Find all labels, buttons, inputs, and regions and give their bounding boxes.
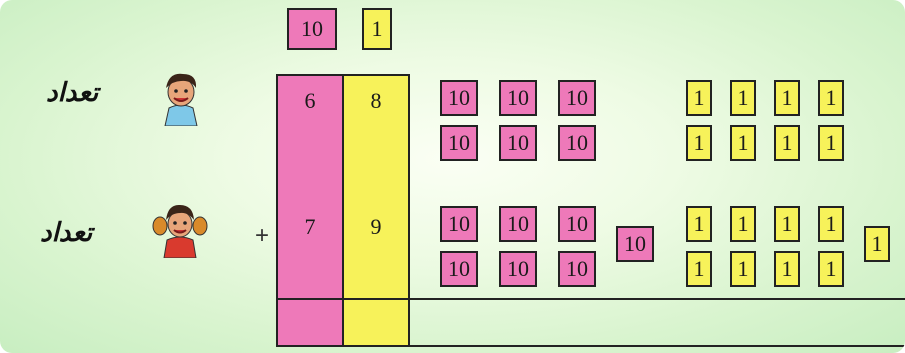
one-block-row1: 1 [818, 125, 844, 161]
one-block-row2: 1 [730, 206, 756, 242]
ten-block-row2: 10 [440, 251, 478, 287]
one-block-row1: 1 [686, 80, 712, 116]
ones-header-tile: 1 [362, 8, 392, 50]
one-block-row2: 1 [774, 251, 800, 287]
ten-block-row2: 10 [440, 206, 478, 242]
plus-sign: + [255, 222, 269, 250]
boy-icon [155, 66, 207, 126]
one-block-row2: 1 [774, 206, 800, 242]
tens-column: 6 7 [276, 74, 344, 347]
one-block-row1: 1 [730, 125, 756, 161]
ten-block-row2: 10 [558, 206, 596, 242]
carry-one-block: 1 [864, 226, 890, 262]
tens-digit-row2: 7 [278, 214, 342, 240]
ten-block-row1: 10 [499, 80, 537, 116]
ones-digit-row1: 8 [344, 88, 408, 114]
one-block-row2: 1 [818, 206, 844, 242]
ones-column: 8 9 [342, 74, 410, 347]
tens-digit-row1: 6 [278, 88, 342, 114]
one-block-row2: 1 [686, 206, 712, 242]
carry-ten-block: 10 [616, 226, 654, 262]
ones-digit-row2: 9 [344, 214, 408, 240]
ten-block-row2: 10 [499, 206, 537, 242]
count-label-row2: تعداد [40, 218, 92, 248]
girl-icon [150, 196, 210, 258]
count-label-row1: تعداد [46, 78, 98, 108]
one-block-row2: 1 [686, 251, 712, 287]
tens-header-tile: 10 [287, 8, 337, 50]
one-block-row2: 1 [818, 251, 844, 287]
one-block-row1: 1 [686, 125, 712, 161]
bottom-line [276, 345, 905, 347]
ten-block-row1: 10 [558, 125, 596, 161]
one-block-row2: 1 [730, 251, 756, 287]
ten-block-row1: 10 [440, 80, 478, 116]
one-block-row1: 1 [774, 125, 800, 161]
one-block-row1: 1 [730, 80, 756, 116]
ten-block-row1: 10 [499, 125, 537, 161]
one-block-row1: 1 [818, 80, 844, 116]
ten-block-row1: 10 [558, 80, 596, 116]
one-block-row1: 1 [774, 80, 800, 116]
ten-block-row1: 10 [440, 125, 478, 161]
ten-block-row2: 10 [558, 251, 596, 287]
ten-block-row2: 10 [499, 251, 537, 287]
sum-line [276, 298, 905, 300]
